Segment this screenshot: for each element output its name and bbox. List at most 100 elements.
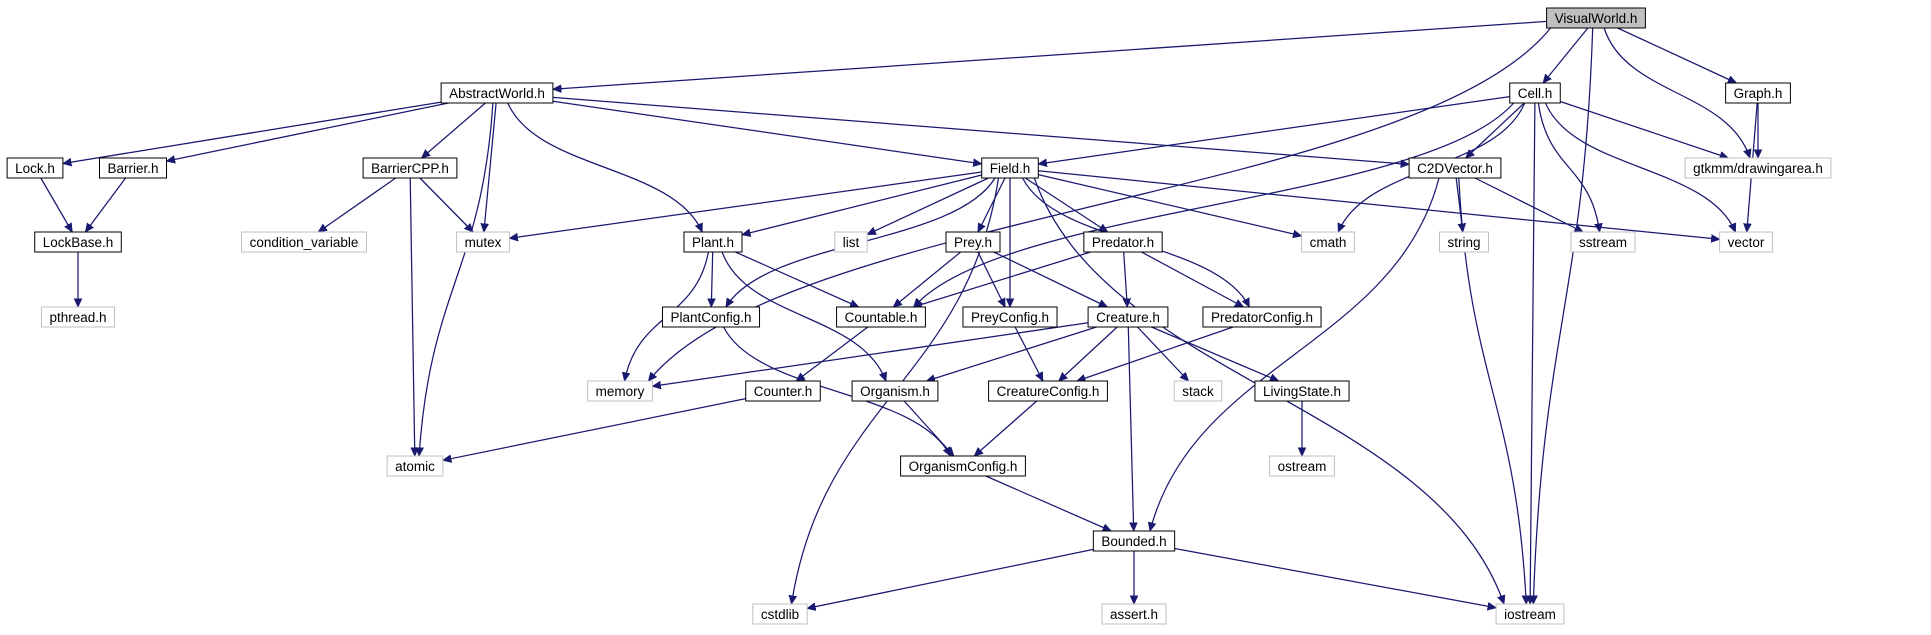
edge-field-to-prey bbox=[977, 177, 1006, 232]
node-label: Field.h bbox=[990, 161, 1031, 176]
node-condvar[interactable]: condition_variable bbox=[241, 231, 367, 253]
node-box bbox=[1301, 231, 1355, 253]
node-box bbox=[1495, 603, 1565, 625]
node-box bbox=[752, 603, 808, 625]
edge-visualworld-to-cell bbox=[1543, 27, 1589, 83]
node-livingstate[interactable]: LivingState.h bbox=[1254, 380, 1350, 402]
edge-field-to-vector bbox=[1038, 170, 1719, 240]
node-box bbox=[1087, 306, 1169, 328]
node-label: sstream bbox=[1579, 235, 1627, 250]
node-label: LivingState.h bbox=[1263, 384, 1341, 399]
node-pthread[interactable]: pthread.h bbox=[40, 306, 116, 328]
node-sstream[interactable]: sstream bbox=[1570, 231, 1636, 253]
node-box bbox=[34, 231, 122, 253]
node-label: Predator.h bbox=[1092, 235, 1154, 250]
node-field[interactable]: Field.h bbox=[981, 157, 1039, 179]
node-box bbox=[362, 157, 458, 179]
node-gtkmm[interactable]: gtkmm/drawingarea.h bbox=[1684, 157, 1832, 179]
edge-bounded-to-cstdlib bbox=[807, 548, 1094, 608]
node-box bbox=[851, 380, 939, 402]
node-label: assert.h bbox=[1110, 607, 1158, 622]
edge-cell-to-vector bbox=[1544, 102, 1736, 232]
edge-plant-to-plantconfig bbox=[711, 251, 712, 307]
node-box bbox=[1684, 157, 1832, 179]
edge-cell-to-countable bbox=[914, 102, 1515, 307]
node-cmath[interactable]: cmath bbox=[1301, 231, 1355, 253]
node-abstractworld[interactable]: AbstractWorld.h bbox=[440, 82, 554, 104]
edge-visualworld-to-iostream bbox=[1533, 27, 1594, 604]
node-label: VisualWorld.h bbox=[1555, 11, 1638, 26]
node-ostream[interactable]: ostream bbox=[1269, 455, 1335, 477]
edge-prey-to-preyconfig bbox=[977, 251, 1006, 307]
edge-abstractworld-to-plant bbox=[507, 102, 703, 232]
node-lockbase[interactable]: LockBase.h bbox=[34, 231, 122, 253]
node-plantconfig[interactable]: PlantConfig.h bbox=[661, 306, 761, 328]
node-iostream[interactable]: iostream bbox=[1495, 603, 1565, 625]
edge-abstractworld-to-barriercpp bbox=[422, 102, 486, 158]
node-box bbox=[587, 380, 653, 402]
edge-barriercpp-to-condvar bbox=[318, 177, 397, 232]
node-list[interactable]: list bbox=[834, 231, 868, 253]
edge-organism-to-organismconfig bbox=[903, 400, 954, 456]
node-barriercpp[interactable]: BarrierCPP.h bbox=[362, 157, 458, 179]
node-predator[interactable]: Predator.h bbox=[1083, 231, 1163, 253]
node-counter[interactable]: Counter.h bbox=[745, 380, 821, 402]
edge-visualworld-to-gtkmm bbox=[1603, 27, 1750, 158]
node-graph[interactable]: Graph.h bbox=[1725, 82, 1791, 104]
node-organismconfig[interactable]: OrganismConfig.h bbox=[900, 455, 1026, 477]
node-barrier[interactable]: Barrier.h bbox=[98, 157, 168, 179]
node-label: iostream bbox=[1504, 607, 1556, 622]
node-bounded[interactable]: Bounded.h bbox=[1092, 530, 1176, 552]
node-label: list bbox=[843, 235, 860, 250]
node-countable[interactable]: Countable.h bbox=[836, 306, 926, 328]
node-label: Bounded.h bbox=[1101, 534, 1166, 549]
edge-cell-to-gtkmm bbox=[1560, 100, 1728, 159]
node-creatureconfig[interactable]: CreatureConfig.h bbox=[988, 380, 1108, 402]
node-vector[interactable]: vector bbox=[1719, 231, 1773, 253]
node-label: mutex bbox=[465, 235, 502, 250]
node-string[interactable]: string bbox=[1438, 231, 1490, 253]
node-atomic[interactable]: atomic bbox=[386, 455, 444, 477]
node-organism[interactable]: Organism.h bbox=[851, 380, 939, 402]
node-stack[interactable]: stack bbox=[1173, 380, 1223, 402]
node-box bbox=[1202, 306, 1322, 328]
node-preyconfig[interactable]: PreyConfig.h bbox=[962, 306, 1058, 328]
node-box bbox=[836, 306, 926, 328]
edge-predatorconfig-to-creatureconfig bbox=[1077, 326, 1234, 381]
node-predatorconfig[interactable]: PredatorConfig.h bbox=[1202, 306, 1322, 328]
node-box bbox=[981, 157, 1039, 179]
node-label: BarrierCPP.h bbox=[371, 161, 449, 176]
edge-predator-to-predatorconfig bbox=[1141, 251, 1244, 308]
edge-plantconfig-to-organismconfig bbox=[723, 326, 951, 456]
node-assert[interactable]: assert.h bbox=[1101, 603, 1167, 625]
edge-creature-to-memory bbox=[652, 322, 1089, 387]
edge-lock-to-lockbase bbox=[40, 177, 73, 232]
node-lock[interactable]: Lock.h bbox=[6, 157, 64, 179]
node-plant[interactable]: Plant.h bbox=[683, 231, 743, 253]
node-box bbox=[900, 455, 1026, 477]
node-creature[interactable]: Creature.h bbox=[1087, 306, 1169, 328]
edge-c2dvector-to-sstream bbox=[1474, 177, 1583, 233]
node-label: condition_variable bbox=[250, 235, 359, 250]
node-c2dvector[interactable]: C2DVector.h bbox=[1408, 157, 1502, 179]
node-prey[interactable]: Prey.h bbox=[945, 231, 1001, 253]
node-label: pthread.h bbox=[49, 310, 106, 325]
node-cstdlib[interactable]: cstdlib bbox=[752, 603, 808, 625]
node-cell[interactable]: Cell.h bbox=[1509, 82, 1561, 104]
node-visualworld[interactable]: VisualWorld.h bbox=[1546, 7, 1646, 29]
node-label: string bbox=[1447, 235, 1480, 250]
node-box bbox=[661, 306, 761, 328]
node-label: Barrier.h bbox=[107, 161, 158, 176]
node-label: PlantConfig.h bbox=[670, 310, 751, 325]
node-box bbox=[988, 380, 1108, 402]
edge-barrier-to-lockbase bbox=[85, 177, 127, 232]
node-mutex[interactable]: mutex bbox=[456, 231, 510, 253]
edge-predator-to-creature bbox=[1124, 251, 1128, 307]
node-box bbox=[1570, 231, 1636, 253]
node-box bbox=[6, 157, 64, 179]
node-box bbox=[440, 82, 554, 104]
node-label: Counter.h bbox=[754, 384, 813, 399]
node-memory[interactable]: memory bbox=[587, 380, 653, 402]
node-box bbox=[241, 231, 367, 253]
